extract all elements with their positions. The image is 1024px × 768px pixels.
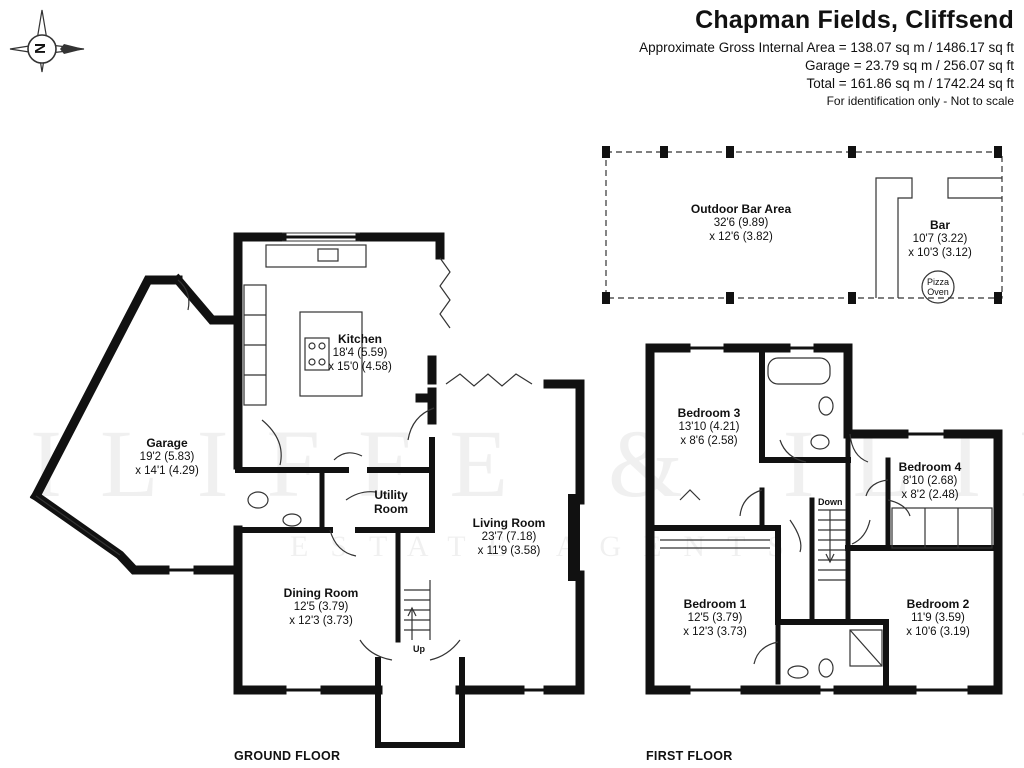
- room-garage-dim2: x 14'1 (4.29): [135, 465, 199, 477]
- room-dining: Dining Room 12'5 (3.79) x 12'3 (3.73): [284, 586, 359, 628]
- outdoor-bar-area: [602, 146, 1003, 304]
- ground-floor-label: GROUND FLOOR: [234, 749, 341, 763]
- room-bedroom3-dim2: x 8'6 (2.58): [680, 435, 738, 447]
- room-dining-dim1: 12'5 (3.79): [293, 601, 349, 613]
- total-area: Total = 161.86 sq m / 1742.24 sq ft: [806, 76, 1014, 91]
- room-utility-name: Utility: [374, 488, 408, 502]
- garage-area: Garage = 23.79 sq m / 256.07 sq ft: [804, 58, 1014, 73]
- room-garage: Garage 19'2 (5.83) x 14'1 (4.29): [135, 436, 199, 478]
- pizza-oven-line1: Pizza: [926, 277, 949, 287]
- room-outdoor-dim2: x 12'6 (3.82): [709, 231, 773, 243]
- room-kitchen: Kitchen 18'4 (5.59) x 15'0 (4.58): [328, 332, 392, 374]
- pizza-oven-line2: Oven: [927, 287, 949, 297]
- room-bar-dim2: x 10'3 (3.12): [908, 247, 972, 259]
- room-bedroom2-name: Bedroom 2: [906, 597, 970, 611]
- room-dining-dim2: x 12'3 (3.73): [289, 615, 353, 627]
- room-bedroom4-name: Bedroom 4: [898, 460, 962, 474]
- stairs-up-label: Up: [413, 644, 425, 654]
- compass-icon: [9, 9, 85, 73]
- stairs-down-label: Down: [818, 497, 843, 507]
- first-floor-label: FIRST FLOOR: [646, 749, 733, 763]
- room-bedroom1-dim1: 12'5 (3.79): [687, 612, 743, 624]
- room-utility: Utility Room: [374, 488, 408, 516]
- room-kitchen-dim1: 18'4 (5.59): [332, 347, 388, 359]
- first-floor-fixtures: [660, 357, 993, 679]
- room-bedroom-1: Bedroom 1 12'5 (3.79) x 12'3 (3.73): [683, 597, 747, 639]
- room-dining-name: Dining Room: [283, 586, 359, 600]
- disclaimer-note: For identification only - Not to scale: [826, 94, 1014, 108]
- pizza-oven-label: Pizza Oven: [922, 277, 954, 297]
- room-bedroom2-dim2: x 10'6 (3.19): [906, 626, 970, 638]
- room-bedroom4-dim2: x 8'2 (2.48): [901, 489, 959, 501]
- room-bedroom3-dim1: 13'10 (4.21): [678, 421, 740, 433]
- compass-north-letter: N: [31, 43, 49, 54]
- room-bar-name: Bar: [929, 218, 951, 232]
- room-living: Living Room 23'7 (7.18) x 11'9 (3.58): [473, 516, 546, 558]
- room-bar-dim1: 10'7 (3.22): [912, 233, 968, 245]
- room-outdoor-name: Outdoor Bar Area: [690, 202, 792, 216]
- property-title: Chapman Fields, Cliffsend: [695, 6, 1014, 34]
- room-utility-name2: Room: [374, 502, 408, 516]
- room-bedroom-3: Bedroom 3 13'10 (4.21) x 8'6 (2.58): [678, 406, 741, 448]
- room-outdoor-bar-area: Outdoor Bar Area 32'6 (9.89) x 12'6 (3.8…: [691, 202, 791, 244]
- room-bedroom3-name: Bedroom 3: [677, 406, 741, 420]
- room-bar: Bar 10'7 (3.22) x 10'3 (3.12): [908, 218, 972, 260]
- first-floor-walls: [645, 343, 1003, 695]
- ground-floor-fixtures: [35, 232, 533, 661]
- room-living-dim1: 23'7 (7.18): [481, 531, 537, 543]
- room-living-dim2: x 11'9 (3.58): [477, 545, 541, 557]
- room-bedroom-2: Bedroom 2 11'9 (3.59) x 10'6 (3.19): [906, 597, 970, 639]
- room-living-name: Living Room: [472, 516, 546, 530]
- watermark-sub: ESTATE AGENTS: [290, 530, 807, 563]
- gross-internal-area: Approximate Gross Internal Area = 138.07…: [639, 40, 1014, 55]
- room-kitchen-dim2: x 15'0 (4.58): [328, 361, 392, 373]
- room-kitchen-name: Kitchen: [337, 332, 383, 346]
- room-bedroom1-name: Bedroom 1: [683, 597, 747, 611]
- room-bedroom-4: Bedroom 4 8'10 (2.68) x 8'2 (2.48): [899, 460, 962, 502]
- ground-floor-walls: [29, 232, 585, 748]
- room-bedroom1-dim2: x 12'3 (3.73): [683, 626, 747, 638]
- room-garage-dim1: 19'2 (5.83): [139, 451, 195, 463]
- room-outdoor-dim1: 32'6 (9.89): [713, 217, 769, 229]
- room-bedroom2-dim1: 11'9 (3.59): [911, 612, 965, 624]
- room-garage-name: Garage: [146, 436, 188, 450]
- room-bedroom4-dim1: 8'10 (2.68): [902, 475, 958, 487]
- watermark-brand: ILIFFE & ILIFFE: [30, 410, 1024, 517]
